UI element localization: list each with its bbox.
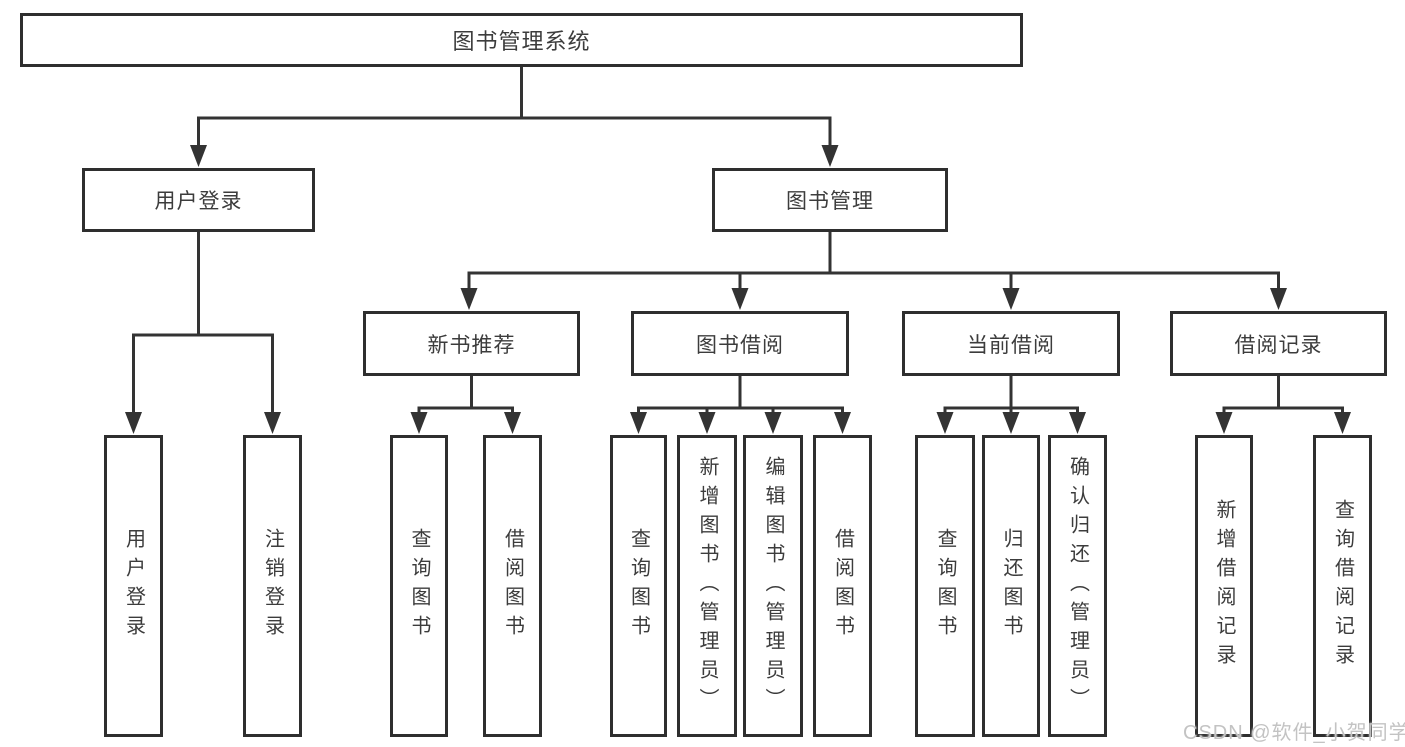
node-current-borrow: 当前借阅	[902, 311, 1120, 376]
node-book-borrow: 图书借阅	[631, 311, 849, 376]
leaf-return-books: 归还图书	[982, 435, 1040, 737]
leaf-add-borrow-record: 新增借阅记录	[1195, 435, 1253, 737]
leaf-query-books-current: 查询图书	[915, 435, 975, 737]
leaf-borrow-books-borrow: 借阅图书	[813, 435, 872, 737]
leaf-query-books-borrow: 查询图书	[610, 435, 667, 737]
node-user-login: 用户登录	[82, 168, 315, 232]
leaf-query-borrow-record: 查询借阅记录	[1313, 435, 1372, 737]
leaf-edit-books-admin: 编辑图书（管理员）	[743, 435, 803, 737]
leaf-query-books-recommend: 查询图书	[390, 435, 448, 737]
leaf-logout: 注销登录	[243, 435, 302, 737]
node-borrow-records: 借阅记录	[1170, 311, 1387, 376]
leaf-user-login: 用户登录	[104, 435, 163, 737]
leaf-confirm-return-admin: 确认归还（管理员）	[1048, 435, 1107, 737]
node-book-management: 图书管理	[712, 168, 948, 232]
node-new-book-recommend: 新书推荐	[363, 311, 580, 376]
leaf-add-books-admin: 新增图书（管理员）	[677, 435, 737, 737]
leaf-borrow-books-recommend: 借阅图书	[483, 435, 542, 737]
watermark: CSDN @软件_小贺同学	[1183, 722, 1405, 744]
arrowheads	[125, 145, 1351, 434]
node-root: 图书管理系统	[20, 13, 1023, 67]
